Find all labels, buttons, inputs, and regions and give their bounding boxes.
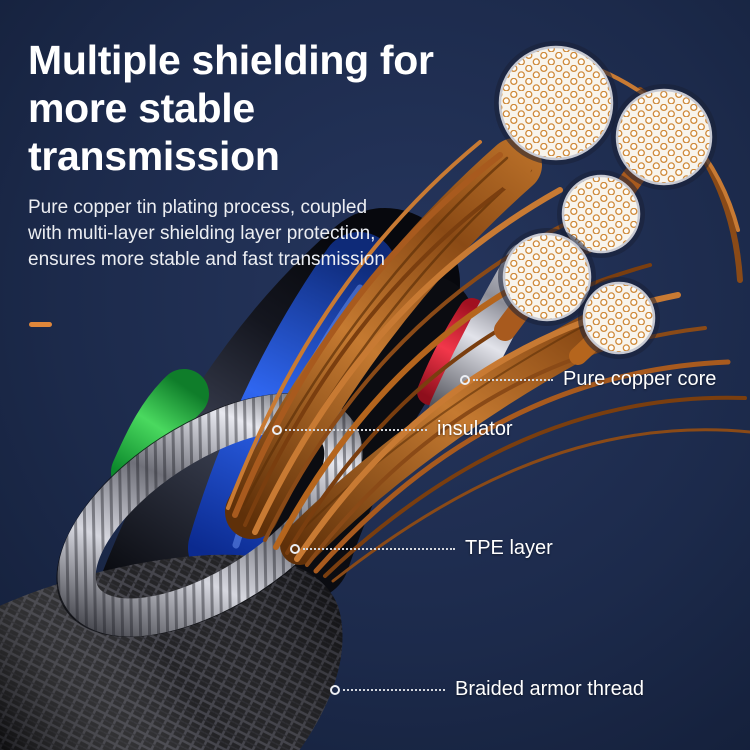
callout-label: Pure copper core: [563, 368, 717, 390]
callout-marker-icon: [290, 543, 300, 554]
callout-braided-armor: Braided armor thread: [330, 678, 644, 701]
callout-leader-line: [285, 428, 427, 431]
wire-bundles-graphic: [494, 41, 717, 365]
callout-tpe-layer: TPE layer: [290, 537, 553, 560]
metal-collar-graphic: [56, 393, 364, 637]
callout-label: Braided armor thread: [455, 678, 644, 700]
callout-label: insulator: [437, 418, 513, 440]
callout-leader-line: [303, 547, 455, 550]
callout-label: TPE layer: [465, 537, 553, 559]
callout-marker-icon: [460, 374, 470, 385]
description-text: Pure copper tin plating process, coupled…: [28, 197, 385, 271]
callout-leader-line: [473, 378, 553, 381]
callout-marker-icon: [330, 684, 340, 695]
callout-pure-copper-core: Pure copper core: [460, 368, 716, 391]
accent-dash: [29, 322, 52, 327]
page-title: Multiple shielding for more stable trans…: [28, 37, 434, 179]
callout-leader-line: [343, 688, 445, 691]
callout-insulator: insulator: [272, 418, 513, 441]
callout-marker-icon: [272, 424, 282, 435]
